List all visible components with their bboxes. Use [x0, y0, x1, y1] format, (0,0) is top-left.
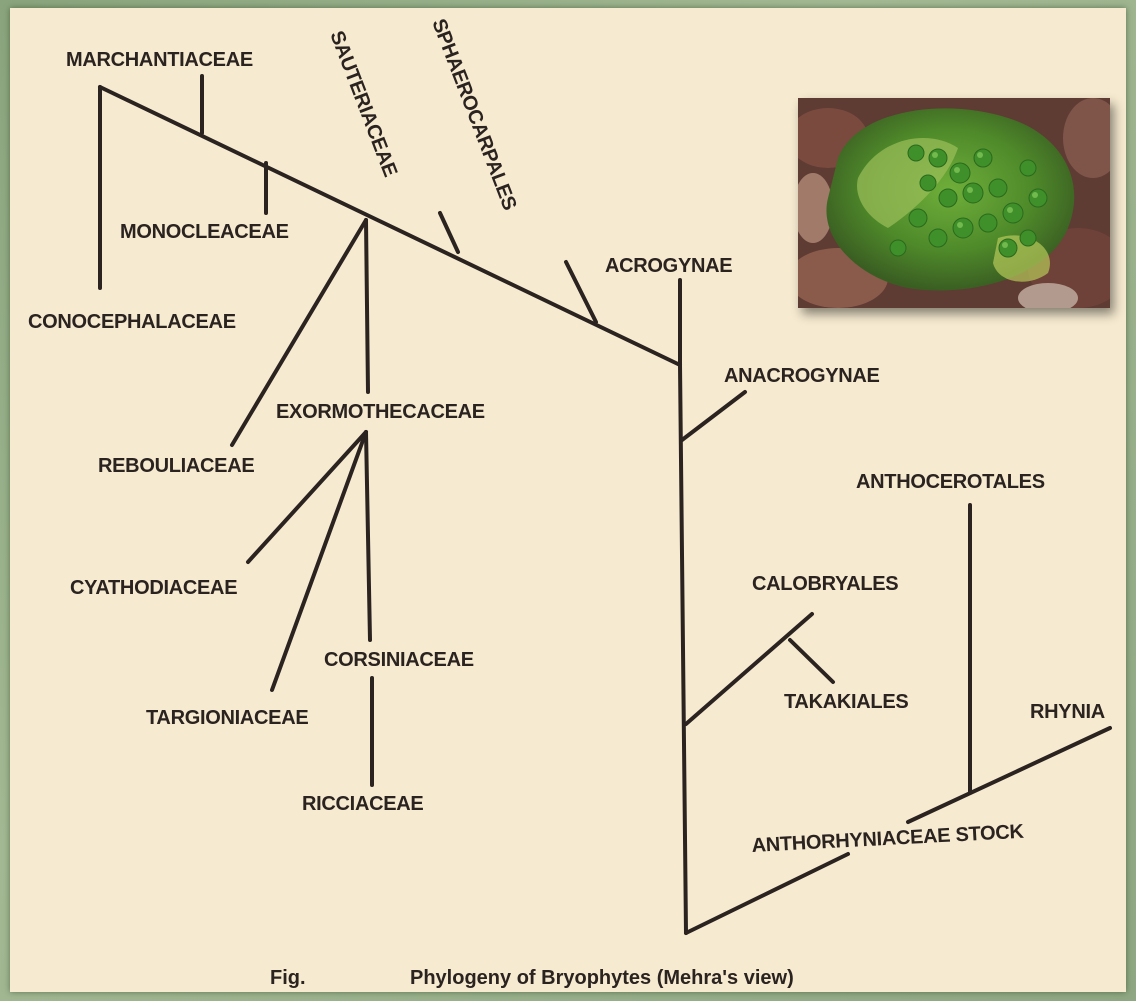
label-monocleaceae: MONOCLEACEAE — [120, 221, 289, 243]
label-anthorhyniaceae-stock: ANTHORHYNIACEAE STOCK — [751, 821, 1025, 857]
label-targioniaceae: TARGIONIACEAE — [146, 707, 308, 729]
branch-exormothecaceae-stem — [366, 220, 368, 392]
label-marchantiaceae: MARCHANTIACEAE — [66, 49, 253, 71]
branch-corsiniaceae — [366, 432, 370, 640]
label-ricciaceae: RICCIACEAE — [302, 793, 423, 815]
moss-photo — [798, 98, 1110, 308]
branch-anthorhyniaceae-stock — [686, 854, 848, 933]
branch-rhynia-line — [908, 728, 1110, 822]
branch-anacrogynae — [682, 392, 745, 440]
branch-cyathodiaceae — [248, 432, 366, 562]
label-conocephalaceae: CONOCEPHALACEAE — [28, 311, 236, 333]
label-takakiales: TAKAKIALES — [784, 691, 908, 713]
label-sauteriaceae: SAUTERIACEAE — [325, 28, 401, 180]
label-rhynia: RHYNIA — [1030, 701, 1105, 723]
label-sphaerocarpales: SPHAEROCARPALES — [427, 16, 520, 213]
caption-prefix: Fig. — [270, 967, 306, 989]
moss-photo-image — [798, 98, 1110, 308]
label-calobryales: CALOBRYALES — [752, 573, 898, 595]
label-acrogynae: ACROGYNAE — [605, 255, 732, 277]
label-rebouliaceae: REBOULIACEAE — [98, 455, 254, 477]
label-anthocerotales: ANTHOCEROTALES — [856, 471, 1045, 493]
label-anacrogynae: ANACROGYNAE — [724, 365, 880, 387]
branch-takakiales — [790, 640, 833, 682]
label-corsiniaceae: CORSINIACEAE — [324, 649, 474, 671]
branch-main-stem — [680, 365, 686, 933]
label-cyathodiaceae: CYATHODIACEAE — [70, 577, 237, 599]
caption-text: Phylogeny of Bryophytes (Mehra's view) — [410, 967, 794, 989]
branch-sauteriaceae — [440, 213, 458, 252]
label-exormothecaceae: EXORMOTHECACEAE — [276, 401, 485, 423]
